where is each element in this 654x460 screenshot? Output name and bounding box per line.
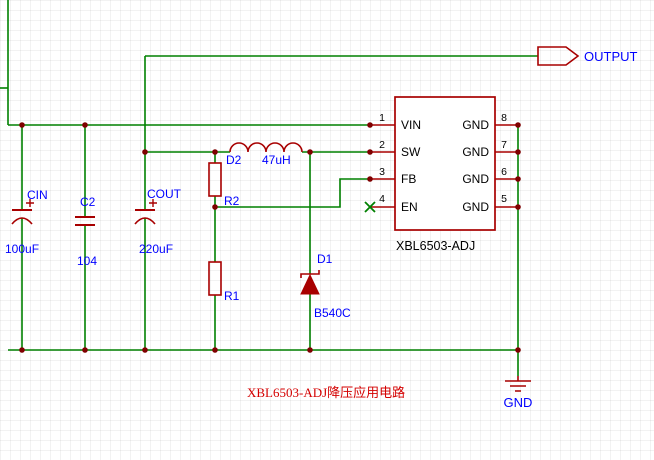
component-cin[interactable]: CIN 100uF [5, 188, 48, 256]
gnd-flag-icon [505, 376, 531, 392]
junction-dot [515, 122, 521, 128]
d1-designator[interactable]: D1 [317, 252, 333, 266]
cin-bottom-plate [11, 217, 33, 225]
c2-designator[interactable]: C2 [80, 195, 96, 209]
junction-dot [515, 176, 521, 182]
schematic-title[interactable]: XBL6503-ADJ降压应用电路 [247, 385, 405, 400]
ic-body [394, 96, 496, 231]
ic-pin-6-number: 6 [501, 166, 507, 178]
r2-designator[interactable]: R2 [224, 194, 240, 208]
inductor-value[interactable]: 47uH [262, 153, 291, 167]
ic-pin-gnd6-name: GND [462, 172, 489, 186]
r1-designator[interactable]: R1 [224, 289, 240, 303]
ic-pin-vin-name: VIN [401, 118, 421, 132]
ic-pin-fb-name: FB [401, 172, 416, 186]
ic-pin-8-number: 8 [501, 112, 507, 124]
junction-dot [212, 347, 218, 353]
c2-value[interactable]: 104 [77, 254, 97, 268]
component-cout[interactable]: COUT 220uF [134, 187, 182, 256]
cout-designator[interactable]: COUT [147, 187, 182, 201]
ic-pin-en-name: EN [401, 200, 418, 214]
ic-pin-gnd7-name: GND [462, 145, 489, 159]
junction-dot [307, 149, 313, 155]
junction-dot [307, 347, 313, 353]
output-net-flag[interactable]: OUTPUT [537, 46, 638, 66]
ic-part-name[interactable]: XBL6503-ADJ [396, 239, 475, 253]
component-r1[interactable]: R1 [208, 261, 240, 303]
junction-dot [142, 149, 148, 155]
wire-fb[interactable] [215, 178, 370, 208]
junction-dot [367, 176, 373, 182]
no-connect-icon [364, 201, 376, 213]
junction-dot [82, 347, 88, 353]
ic-pin-4-number: 4 [379, 193, 385, 205]
component-r2[interactable]: R2 [208, 162, 240, 208]
junction-dot [515, 149, 521, 155]
inductor-designator[interactable]: D2 [226, 153, 242, 167]
r2-body [208, 162, 222, 197]
ic-pin-7-number: 7 [501, 139, 507, 151]
component-ic[interactable]: 1 2 3 4 VIN SW FB EN 8 7 6 5 GND GND GND… [364, 96, 518, 253]
wires [0, 0, 538, 376]
gnd-flag-label[interactable]: GND [504, 395, 533, 410]
d1-triangle [300, 273, 320, 295]
junction-dot [515, 204, 521, 210]
junction-dots [19, 122, 521, 353]
junction-dot [19, 122, 25, 128]
component-d1[interactable]: D1 B540C [300, 252, 351, 320]
junction-dot [367, 149, 373, 155]
junction-dot [367, 122, 373, 128]
gnd-net-flag[interactable]: GND [504, 376, 533, 410]
component-c2[interactable]: C2 104 [75, 195, 97, 268]
output-flag-icon [537, 46, 580, 66]
cout-value[interactable]: 220uF [139, 242, 173, 256]
junction-dot [19, 347, 25, 353]
cout-bottom-plate [134, 217, 156, 225]
ic-pin-3-number: 3 [379, 166, 385, 178]
component-inductor[interactable]: D2 47uH [226, 142, 303, 167]
junction-dot [82, 122, 88, 128]
ic-pin-5-number: 5 [501, 193, 507, 205]
d1-value[interactable]: B540C [314, 306, 351, 320]
inductor-coil [229, 142, 303, 153]
cout-polarity-icon [149, 199, 157, 207]
ic-pin-gnd8-name: GND [462, 118, 489, 132]
junction-dot [212, 204, 218, 210]
junction-dot [142, 347, 148, 353]
ic-pin-2-number: 2 [379, 139, 385, 151]
ic-pin-sw-name: SW [401, 145, 421, 159]
ic-pin-gnd5-name: GND [462, 200, 489, 214]
output-flag-label[interactable]: OUTPUT [584, 49, 638, 64]
cin-polarity-icon [26, 199, 34, 207]
cin-designator[interactable]: CIN [27, 188, 48, 202]
cin-value[interactable]: 100uF [5, 242, 39, 256]
junction-dot [515, 347, 521, 353]
junction-dot [212, 149, 218, 155]
r1-body [208, 261, 222, 296]
ic-pin-1-number: 1 [379, 112, 385, 124]
